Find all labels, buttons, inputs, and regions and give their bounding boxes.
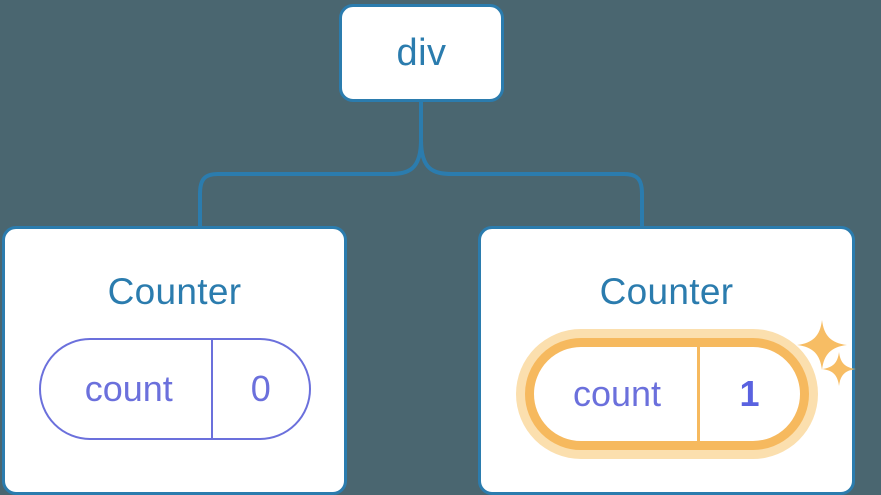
connector-branch-left <box>198 138 423 228</box>
node-counter-right[interactable]: Counter count 1 <box>478 226 855 495</box>
connector-branch-right <box>419 138 644 228</box>
state-pill-wrapper-right: count 1 <box>524 338 809 450</box>
counter-title-left: Counter <box>107 271 242 312</box>
node-counter-left[interactable]: Counter count 0 <box>2 226 347 495</box>
state-value-right: 1 <box>739 373 760 414</box>
state-pill-wrapper-left: count 0 <box>38 338 311 440</box>
state-pill-right-highlighted[interactable]: count 1 <box>524 338 809 450</box>
state-key-right: count <box>534 347 700 441</box>
state-key-left: count <box>41 340 213 438</box>
root-node-label: div <box>396 32 447 74</box>
counter-title-right: Counter <box>599 271 734 312</box>
state-pill-left[interactable]: count 0 <box>38 338 311 440</box>
node-root-div[interactable]: div <box>339 4 504 102</box>
state-value-left: 0 <box>250 368 271 409</box>
